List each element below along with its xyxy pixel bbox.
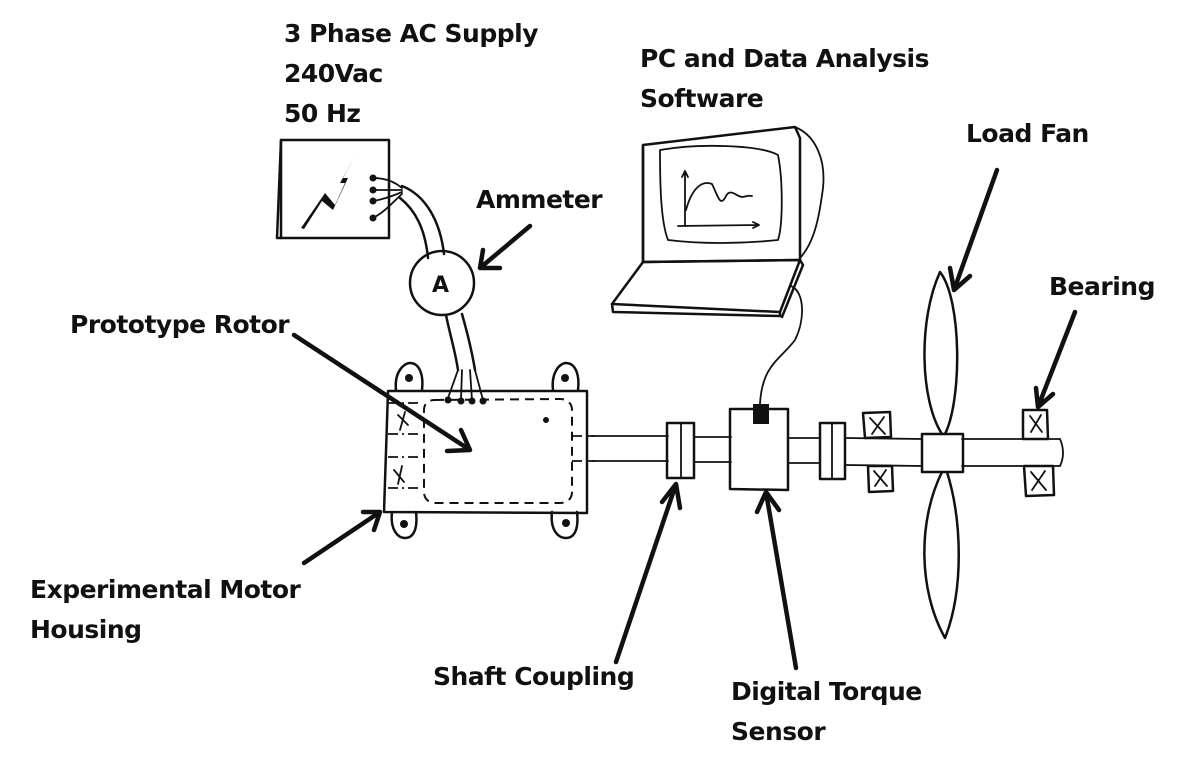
drive-shaft [586, 435, 1064, 467]
load-fan-label: Load Fan [966, 119, 1089, 148]
supply-label-line-2: 240Vac [284, 59, 383, 88]
arrow-motor-housing [301, 509, 383, 566]
ammeter-label: Ammeter [476, 185, 603, 214]
supply-label-line-3: 50 Hz [284, 99, 361, 128]
motor-cable [444, 313, 460, 372]
bearing-label: Bearing [1049, 272, 1155, 301]
motor-housing-label-line-2: Housing [30, 615, 142, 644]
arrow-prototype-rotor [291, 332, 473, 454]
sensor-data-cable [759, 285, 803, 405]
arrow-shaft-coupling [613, 481, 683, 665]
ammeter: A [408, 249, 476, 317]
arrow-ammeter [477, 223, 533, 271]
pc-label: PC and Data Analysis Software [640, 39, 930, 119]
supply-cable [400, 184, 446, 256]
motor-housing [382, 361, 595, 540]
pc-computer [610, 125, 825, 319]
torque-sensor [728, 404, 790, 492]
ac-supply-box [275, 138, 403, 240]
load-fan [920, 270, 965, 640]
bearing-right [1021, 408, 1056, 498]
bearing-left [861, 410, 895, 494]
torque-sensor-label-line-1: Digital Torque [731, 677, 922, 706]
pc-label-line-2: Software [640, 84, 764, 113]
arrow-load-fan [947, 167, 1000, 293]
ammeter-symbol: A [432, 273, 449, 298]
arrow-bearing [1033, 309, 1078, 410]
lightning-bolt-icon [301, 156, 355, 229]
pc-label-line-1: PC and Data Analysis [640, 44, 930, 73]
shaft-coupling-1 [665, 421, 696, 480]
motor-housing-label-line-1: Experimental Motor [30, 575, 301, 604]
supply-label: 3 Phase AC Supply 240Vac 50 Hz [284, 14, 539, 134]
torque-sensor-label-line-2: Sensor [731, 717, 826, 746]
shaft-coupling-label: Shaft Coupling [433, 662, 635, 691]
motor-housing-label: Experimental Motor Housing [30, 570, 301, 650]
prototype-rotor-label: Prototype Rotor [70, 310, 290, 339]
shaft-coupling-2 [818, 421, 847, 481]
arrow-torque-sensor [754, 489, 799, 671]
torque-sensor-label: Digital Torque Sensor [731, 672, 922, 752]
supply-label-line-1: 3 Phase AC Supply [284, 19, 539, 48]
